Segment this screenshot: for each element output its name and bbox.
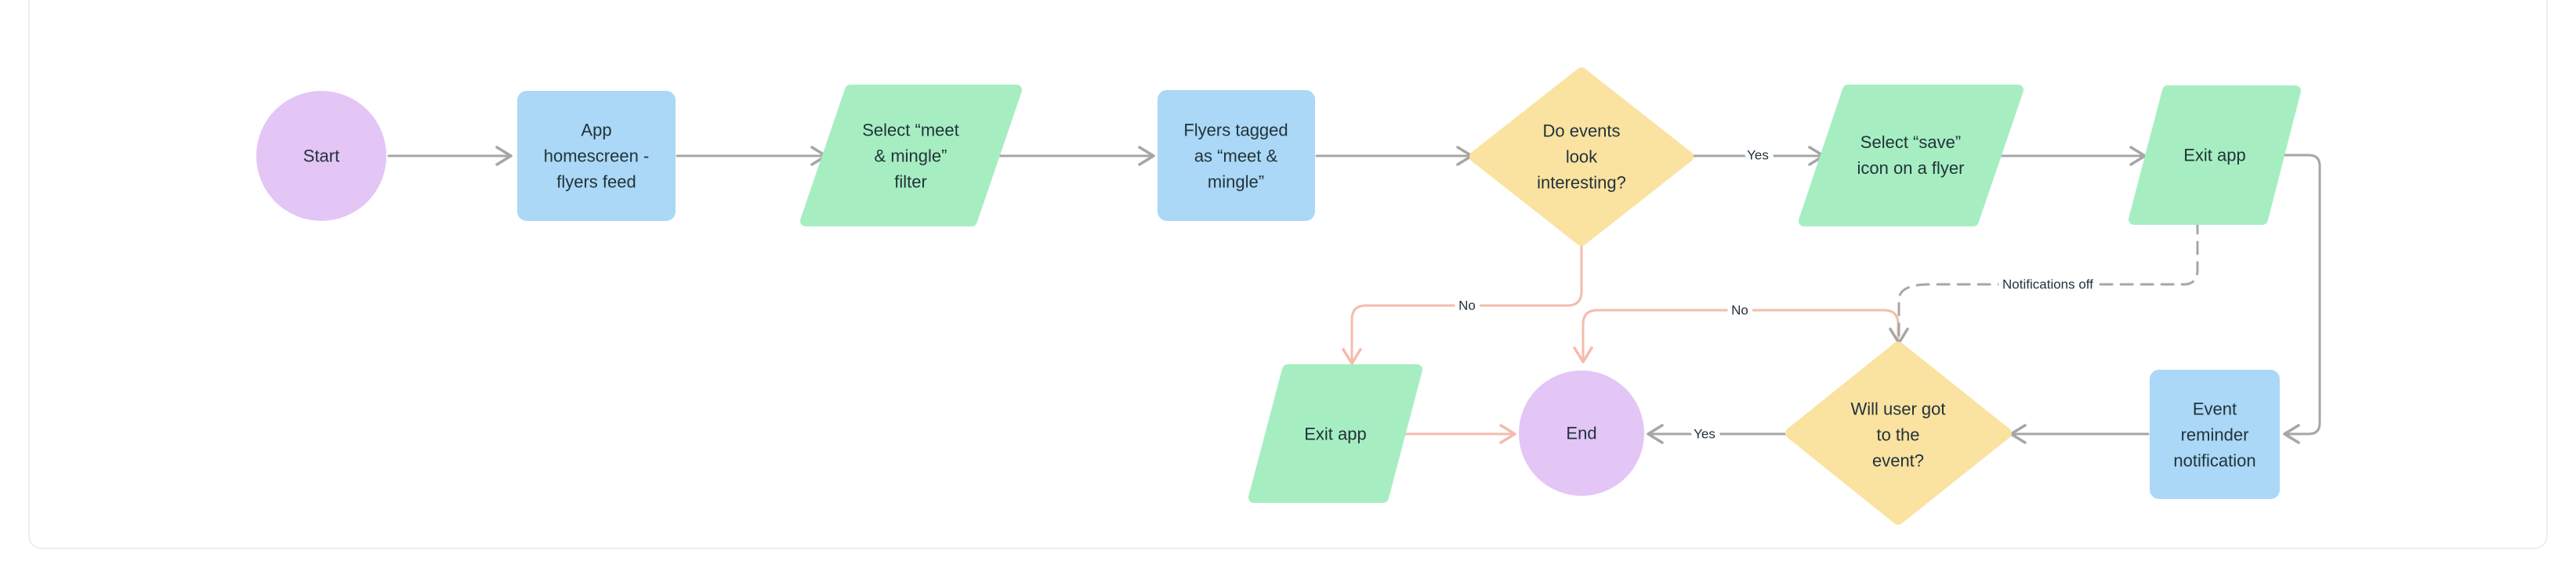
edge-line-will-user-no-to-end[interactable] [1581, 309, 1900, 360]
node-label: as “meet & [1194, 146, 1278, 166]
node-label: look [1566, 147, 1598, 167]
edge-will-user-no-to-end[interactable]: No [1573, 298, 1900, 363]
edge-label-will-user-yes-to-end: Yes [1694, 427, 1716, 442]
select-save-shape[interactable] [1799, 85, 2023, 226]
arrowhead [1647, 424, 1664, 444]
edge-exit-to-reminder[interactable] [2278, 154, 2321, 444]
node-label: Flyers tagged [1183, 121, 1288, 140]
event-reminder-shape[interactable] [2150, 370, 2280, 499]
edge-label-decision-yes-to-save: Yes [1747, 148, 1769, 163]
canvas-frame [28, 0, 2548, 549]
node-label: mingle” [1208, 172, 1264, 192]
select-filter-shape[interactable] [800, 85, 1022, 226]
node-label: Start [303, 146, 339, 166]
node-label: interesting? [1537, 173, 1626, 193]
arrowhead [1342, 348, 1362, 365]
node-label: & mingle” [875, 146, 947, 166]
arrowhead [1138, 146, 1155, 166]
exit-app-top-shape[interactable] [2129, 85, 2301, 225]
events-interesting-shape[interactable] [1469, 67, 1694, 246]
will-user-go-shape[interactable] [1785, 342, 2012, 525]
node-label: flyers feed [556, 172, 636, 192]
edge-exit2-to-end[interactable] [1398, 424, 1516, 444]
node-label: Will user got [1850, 400, 1945, 419]
arrowhead [495, 146, 513, 166]
node-label: Exit app [2183, 146, 2246, 165]
edge-label-will-user-no-to-end: No [1731, 303, 1748, 318]
flyers-tagged-shape[interactable] [1158, 90, 1315, 221]
node-label: Select “save” [1860, 132, 1961, 152]
node-flyers-tagged[interactable]: Flyers tagged as “meet & mingle” [1158, 90, 1315, 221]
node-label: reminder [2181, 425, 2249, 445]
app-homescreen-shape[interactable] [517, 91, 676, 221]
edge-save-to-exit[interactable] [1994, 146, 2147, 166]
node-exit-app-bottom[interactable]: Exit app [1248, 364, 1422, 503]
node-end[interactable]: End [1519, 371, 1644, 496]
node-label: event? [1872, 451, 1924, 471]
node-label: icon on a flyer [1857, 158, 1965, 178]
edge-label-exit-notifications-off: Notifications off [2002, 277, 2093, 292]
node-label: End [1566, 424, 1596, 443]
node-label: homescreen - [544, 146, 650, 166]
edge-exit-notifications-off[interactable]: Notifications off [1889, 220, 2199, 345]
node-exit-app-top[interactable]: Exit app [2129, 85, 2301, 225]
node-events-interesting[interactable]: Do events look interesting? [1469, 67, 1694, 246]
edge-label-decision-no-to-exit2: No [1458, 298, 1476, 313]
edge-line-exit-to-reminder[interactable] [2278, 154, 2321, 436]
edge-will-user-yes-to-end[interactable]: Yes [1647, 422, 1791, 446]
edge-line-exit-notifications-off[interactable] [1897, 220, 2199, 338]
edge-start-to-homescreen[interactable] [387, 146, 513, 166]
node-start[interactable]: Start [256, 91, 386, 221]
end-shape[interactable] [1519, 371, 1644, 496]
node-label: Event [2193, 400, 2237, 419]
node-app-homescreen[interactable]: App homescreen - flyers feed [517, 91, 676, 221]
node-label: Do events [1542, 121, 1620, 141]
node-label: Exit app [1304, 425, 1367, 444]
node-label: notification [2173, 451, 2255, 471]
node-select-save[interactable]: Select “save” icon on a flyer [1799, 85, 2023, 226]
edge-decision-yes-to-save[interactable]: Yes [1688, 143, 1825, 168]
edge-line-decision-no-to-exit2[interactable] [1350, 240, 1583, 362]
node-label: Select “meet [862, 121, 959, 140]
edge-homescreen-to-filter[interactable] [676, 146, 828, 166]
node-label: to the [1876, 425, 1919, 445]
edge-filter-to-flyers[interactable] [992, 146, 1155, 166]
node-label: filter [894, 172, 927, 192]
arrowhead [1573, 346, 1593, 363]
start-shape[interactable] [256, 91, 386, 221]
exit-app-bottom-shape[interactable] [1248, 364, 1422, 503]
node-will-user-go[interactable]: Will user got to the event? [1785, 342, 2012, 525]
arrowhead [2283, 424, 2300, 444]
arrowhead [2129, 146, 2147, 166]
node-select-filter[interactable]: Select “meet & mingle” filter [800, 85, 1022, 226]
edge-reminder-to-will-user[interactable] [2009, 424, 2150, 444]
node-label: App [581, 121, 611, 140]
edge-decision-no-to-exit2[interactable]: No [1342, 240, 1583, 365]
node-event-reminder[interactable]: Event reminder notification [2150, 370, 2280, 499]
arrowhead [1499, 424, 1516, 444]
edge-flyers-to-decision[interactable] [1315, 146, 1473, 166]
